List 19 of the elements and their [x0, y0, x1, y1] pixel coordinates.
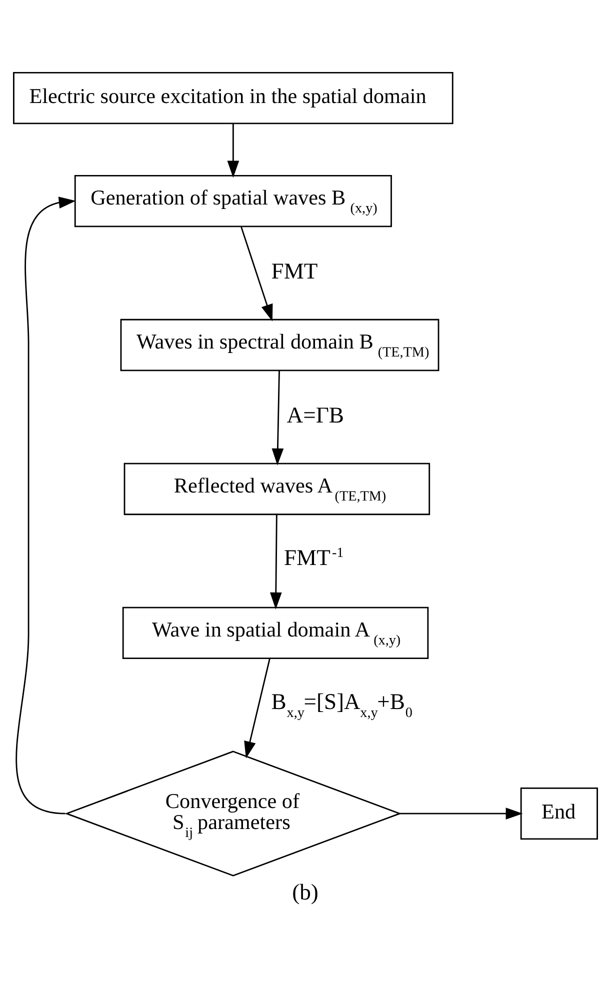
- arrow: [227, 123, 240, 178]
- edge-label: FMT: [271, 258, 318, 283]
- arrow: [240, 226, 273, 321]
- edge-label: B$_{x,y}$=[S]A$_{x,y}$+B$_{0}$: [271, 688, 412, 720]
- caption: (b): [292, 878, 318, 904]
- arrow: [400, 807, 523, 819]
- node-box: Generation of spatial waves B$_{(x,y)}$: [74, 174, 392, 227]
- arrow: [270, 514, 282, 609]
- node-box: Reflected waves A$_{(TE,TM)}$: [124, 462, 430, 515]
- edge-label: A=ΓB: [286, 402, 344, 427]
- node-diamond: Convergence of S$_{ij}$ parameters: [64, 750, 402, 876]
- node-box: Electric source excitation in the spatial domain: [13, 71, 454, 124]
- arrow: [272, 370, 284, 465]
- node-box: Wave in spatial domain A$_{(x,y)}$: [122, 606, 429, 659]
- node-box: End: [520, 786, 598, 840]
- arrow: [16, 196, 76, 814]
- edge-label: FMT$^{-1}$: [284, 544, 344, 570]
- node-box: Waves in spectral domain B$_{(TE,TM)}$: [120, 318, 440, 371]
- arrow: [244, 658, 270, 758]
